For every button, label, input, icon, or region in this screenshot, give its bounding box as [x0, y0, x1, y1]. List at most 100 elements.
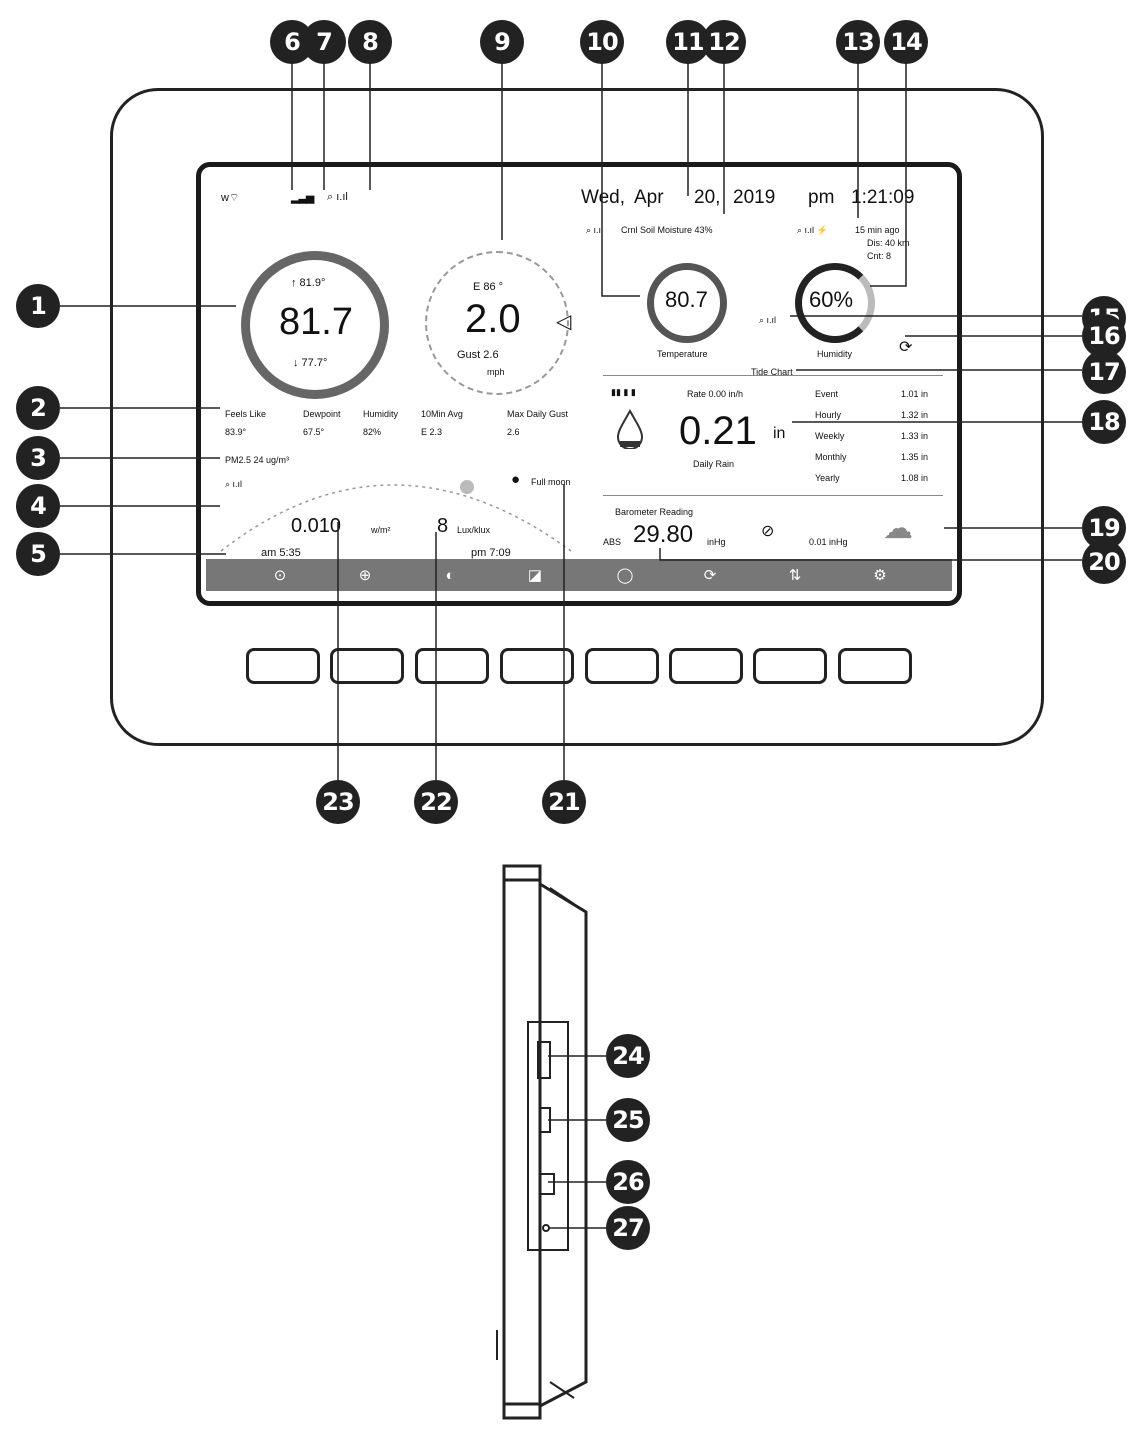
stat-value: 83.9° [225, 427, 247, 437]
outdoor-temp-ring [241, 251, 389, 399]
wind-speed-value: 2.0 [465, 297, 521, 341]
stat-value: 67.5° [303, 427, 325, 437]
callout-number: 1 [16, 284, 60, 328]
callout-number: 10 [580, 20, 624, 64]
outdoor-temp-low: ↓ 77.7° [293, 357, 328, 369]
trend-arrow-icon: ⊘ [761, 523, 775, 540]
device-frame [110, 88, 1044, 746]
callout-number: 27 [606, 1206, 650, 1250]
indoor-temp-value: 80.7 [665, 287, 708, 312]
rain-row-label: Weekly [815, 431, 845, 441]
add-icon[interactable]: ⊕ [358, 567, 372, 584]
lightning-dist: Dis: 40 km [867, 238, 910, 248]
rain-rate: Rate 0.00 in/h [687, 389, 744, 399]
rain-daily-label: Daily Rain [693, 459, 735, 469]
datetime-month: Apr [634, 187, 664, 208]
refresh-icon[interactable]: ⟳ [899, 339, 913, 356]
sunrise-time: am 5:35 [261, 547, 301, 559]
stat-label: Feels Like [225, 409, 267, 419]
home-icon[interactable]: ⊙ [273, 567, 287, 584]
hardware-button-3[interactable] [415, 648, 489, 684]
callout-number: 20 [1082, 540, 1126, 584]
callout-number: 22 [414, 780, 458, 824]
indoor-humidity-ring [795, 263, 875, 343]
callout-number: 18 [1082, 400, 1126, 444]
datetime-time: 1:21:09 [851, 187, 915, 208]
wind-direction: E 86 ° [473, 281, 504, 293]
rain-unit: in [773, 425, 786, 442]
tide-chart-label: Tide Chart [751, 367, 793, 377]
barometer-value: 29.80 [633, 521, 694, 548]
hardware-button-7[interactable] [753, 648, 827, 684]
uv-value: 0.010 [291, 515, 342, 537]
sort-icon[interactable]: ⇅ [788, 567, 802, 584]
stat-label: 10Min Avg [421, 409, 463, 419]
history-icon[interactable]: ◯ [616, 567, 634, 584]
indoor-humidity-label: Humidity [817, 349, 853, 359]
rain-row-value: 1.35 in [901, 452, 929, 462]
callout-number: 24 [606, 1034, 650, 1078]
wind-unit: mph [487, 367, 505, 377]
refresh-icon[interactable]: ⟳ [703, 567, 717, 584]
rain-row-label: Monthly [815, 452, 847, 462]
hardware-button-5[interactable] [585, 648, 659, 684]
stat-label: Dewpoint [303, 409, 341, 419]
indoor-temp-ring [647, 263, 727, 343]
stat-label: Max Daily Gust [507, 409, 569, 419]
soil-battery-icon: ⌕ ı.ıl [586, 225, 604, 235]
lightning-cnt: Cnt: 8 [867, 251, 892, 261]
stat-label: Humidity [363, 409, 399, 419]
callout-number: 7 [302, 20, 346, 64]
divider [603, 375, 943, 376]
device-screen: w⌔ ▂▃▅ ⌕ ı.ıl Wed, Apr 20, 2019 pm 1:21:… [196, 162, 962, 606]
callout-number: 13 [836, 20, 880, 64]
hardware-button-4[interactable] [500, 648, 574, 684]
pm25-battery-icon: ⌕ ı.ıl [225, 479, 243, 489]
sunset-time: pm 7:09 [471, 547, 511, 559]
barometer-abs: ABS [603, 537, 622, 547]
rain-signal-icon: ▮▮ ▮ ▮ [611, 387, 636, 397]
rain-row-label: Yearly [815, 473, 840, 483]
lightning-battery-icon: ⌕ ı.ıl ⚡ [797, 225, 828, 235]
moon-icon: ● [511, 471, 521, 488]
sun-arc [220, 480, 572, 552]
uv-unit: w/m² [371, 525, 391, 535]
rain-row-value: 1.33 in [901, 431, 929, 441]
icon-bar [206, 559, 952, 591]
wind-gust: Gust 2.6 [457, 349, 499, 361]
light-unit: Lux/klux [457, 525, 491, 535]
rain-row-label: Hourly [815, 410, 842, 420]
cloud-icon: ☁ [883, 512, 913, 545]
lightning-ago: 15 min ago [855, 225, 900, 235]
callout-number: 14 [884, 20, 928, 64]
hardware-button-1[interactable] [246, 648, 320, 684]
callout-number: 17 [1082, 350, 1126, 394]
outdoor-temp-value: 81.7 [279, 301, 353, 343]
battery-icon: ⌕ ı.ıl [327, 191, 348, 203]
datetime-weekday: Wed, [581, 187, 626, 208]
callout-number: 4 [16, 484, 60, 528]
callout-number: 12 [702, 20, 746, 64]
brightness-icon[interactable]: ◐ [445, 567, 455, 584]
callout-number: 26 [606, 1160, 650, 1204]
hardware-button-6[interactable] [669, 648, 743, 684]
wind-arrow-icon: ◁ [556, 311, 572, 333]
indoor-battery-icon: ⌕ ı.ıl [759, 315, 777, 325]
pm25-reading: PM2.5 24 ug/m³ [225, 455, 290, 465]
hardware-button-2[interactable] [330, 648, 404, 684]
indoor-humidity-value: 60% [809, 287, 854, 312]
callout-number: 8 [348, 20, 392, 64]
soil-moisture-label: Crnl Soil Moisture 43% [621, 225, 713, 235]
stat-value: 2.6 [507, 427, 520, 437]
wind-compass-ring [425, 251, 569, 395]
gear-icon[interactable]: ⚙ [873, 567, 887, 584]
stat-value: E 2.3 [421, 427, 443, 437]
hardware-button-8[interactable] [838, 648, 912, 684]
chart-icon[interactable]: ◪ [527, 567, 543, 584]
callout-number: 19 [1082, 506, 1126, 550]
datetime-ampm: pm [808, 187, 835, 208]
callout-number: 25 [606, 1098, 650, 1142]
light-value: 8 [437, 515, 449, 537]
indoor-temp-label: Temperature [657, 349, 708, 359]
